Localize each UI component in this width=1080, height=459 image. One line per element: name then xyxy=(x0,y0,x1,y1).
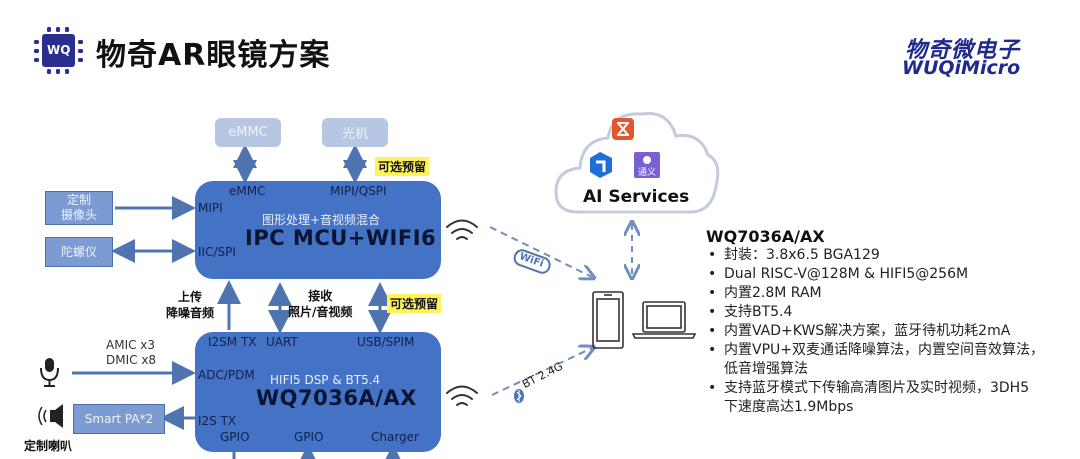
optional-reserved-badge-mid: 可选预留 xyxy=(387,294,442,313)
dashed-bt-link xyxy=(491,348,592,396)
upload-note-line2: 降噪音频 xyxy=(166,306,215,320)
wq-title: WQ7036A/AX xyxy=(256,386,417,410)
mic-label-dmic: DMIC x8 xyxy=(106,353,157,367)
optional-reserved-badge-top: 可选预留 xyxy=(375,157,430,176)
camera-box: 定制 摄像头 xyxy=(45,191,113,225)
ipc-port-emmc: eMMC xyxy=(229,184,266,198)
wq-port-i2sm-tx: I2SM TX xyxy=(208,335,257,349)
mic-label: AMIC x3 DMIC x8 xyxy=(106,338,156,368)
spec-list: 封装：3.8x6.5 BGA129 Dual RISC-V@128M & HIF… xyxy=(706,246,1076,417)
spec-item: 封装：3.8x6.5 BGA129 xyxy=(706,246,1076,265)
emmc-box-label: eMMC xyxy=(228,125,268,140)
wifi-tag-icon xyxy=(513,249,551,274)
ipc-port-mipi: MIPI xyxy=(198,201,223,215)
chip-logo-icon xyxy=(34,27,83,74)
receive-note-line1: 接收 xyxy=(308,289,333,303)
camera-box-line1: 定制 xyxy=(66,193,91,207)
dashed-wifi-link xyxy=(489,226,592,277)
ai-app-icon-blue xyxy=(590,152,612,178)
smart-pa-box: Smart PA*2 xyxy=(73,404,165,434)
ipc-mcu-block xyxy=(195,181,441,279)
wifi-signal-icon-bottom xyxy=(446,385,478,406)
spec-item: Dual RISC-V@128M & HIFI5@256M xyxy=(706,265,1076,284)
gyro-box: 陀螺仪 xyxy=(45,237,113,267)
wq-port-gpio-2: GPIO xyxy=(294,430,324,444)
spec-item: 内置2.8M RAM xyxy=(706,284,1076,303)
wq-port-adc-pdm: ADC/PDM xyxy=(198,368,255,382)
speaker-label: 定制喇叭 xyxy=(24,439,73,453)
ipc-port-iic-spi: IIC/SPI xyxy=(198,245,236,259)
spec-title: WQ7036A/AX xyxy=(706,227,825,246)
wq-port-gpio-1: GPIO xyxy=(220,430,250,444)
receive-note-line2: 照片/音视频 xyxy=(288,305,353,319)
emmc-box: eMMC xyxy=(215,118,281,147)
optics-box: 光机 xyxy=(322,118,388,147)
spec-item: 内置VPU+双麦通话降噪算法，内置空间音效算法，低音增强算法 xyxy=(706,341,1054,379)
wq7036-block xyxy=(195,332,441,452)
brand-logo-en: WUQiMicro xyxy=(902,57,1021,79)
receive-note: 接收 照片/音视频 xyxy=(288,288,352,320)
bluetooth-icon xyxy=(514,389,524,403)
wq-port-charger: Charger xyxy=(371,430,419,444)
spec-item: 支持BT5.4 xyxy=(706,303,1076,322)
tongyi-app-icon xyxy=(634,152,660,178)
chip-logo-text: WQ xyxy=(47,43,71,57)
tongyi-label: 通义 xyxy=(638,168,657,178)
wq-subtitle: HIFI5 DSP & BT5.4 xyxy=(270,373,381,387)
wq-port-uart: UART xyxy=(266,335,298,349)
ipc-title: IPC MCU+WIFI6 xyxy=(245,226,437,250)
optics-box-label: 光机 xyxy=(341,127,368,142)
ipc-subtitle: 图形处理+音视频混合 xyxy=(262,213,381,227)
upload-note-line1: 上传 xyxy=(178,290,203,304)
mic-label-amic: AMIC x3 xyxy=(106,338,156,352)
gyro-box-label: 陀螺仪 xyxy=(60,244,97,259)
wq-port-i2s-tx: I2S TX xyxy=(198,414,237,428)
wq-port-usb-spim: USB/SPIM xyxy=(357,335,415,349)
page-title: 物奇AR眼镜方案 xyxy=(96,38,331,73)
smart-pa-label: Smart PA*2 xyxy=(84,411,154,426)
speaker-icon xyxy=(38,404,63,428)
spec-item: 内置VAD+KWS解决方案，蓝牙待机功耗2mA xyxy=(706,322,1076,341)
brand-logo-cn: 物奇微电子 xyxy=(905,38,1021,63)
wifi-signal-icon-top xyxy=(446,219,478,240)
spec-item: 支持蓝牙模式下传输高清图片及实时视频，3DH5下速度高达1.9Mbps xyxy=(706,379,1034,417)
ipc-port-mipi-qspi: MIPI/QSPI xyxy=(330,184,387,198)
laptop-icon xyxy=(631,301,697,339)
phone-icon xyxy=(592,291,624,349)
ai-services-label: AI Services xyxy=(583,187,690,207)
camera-box-line2: 摄像头 xyxy=(60,208,97,222)
microphone-icon xyxy=(40,358,59,387)
upload-note: 上传 降噪音频 xyxy=(166,289,214,321)
